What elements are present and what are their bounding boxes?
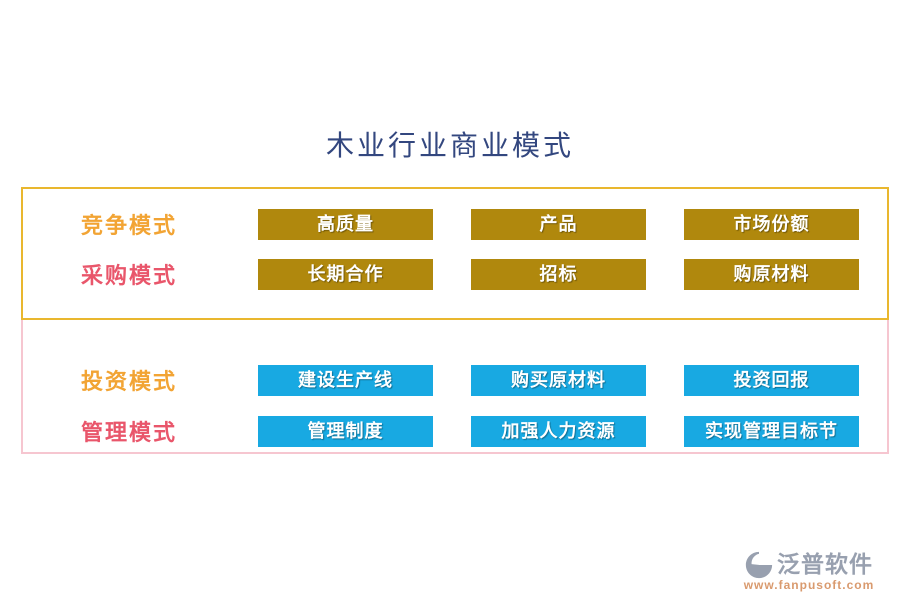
row-management-model: 管理模式 管理制度 加强人力资源 实现管理目标节 [23,409,887,453]
management-model-buttons: 管理制度 加强人力资源 实现管理目标节 [258,415,859,447]
section-investment-management: 投资模式 建设生产线 购买原材料 投资回报 管理模式 管理制度 加强人力资源 实… [21,320,889,454]
high-quality-button[interactable]: 高质量 [258,208,433,240]
market-share-button[interactable]: 市场份额 [684,208,859,240]
competition-model-label: 竞争模式 [80,213,177,239]
strengthen-hr-button[interactable]: 加强人力资源 [471,415,646,447]
achieve-management-goal-button[interactable]: 实现管理目标节 [684,415,859,447]
product-button[interactable]: 产品 [471,208,646,240]
buy-raw-materials-button[interactable]: 购买原材料 [471,364,646,396]
investment-model-buttons: 建设生产线 购买原材料 投资回报 [258,364,859,396]
brand-url: www.fanpusoft.com [743,577,875,592]
investment-return-button[interactable]: 投资回报 [684,364,859,396]
section-competition-procurement: 竞争模式 高质量 产品 市场份额 采购模式 长期合作 招标 购原材料 [21,187,889,320]
purchase-raw-material-button[interactable]: 购原材料 [684,258,859,290]
long-term-cooperation-button[interactable]: 长期合作 [258,258,433,290]
procurement-model-buttons: 长期合作 招标 购原材料 [258,258,859,290]
row-procurement-model: 采购模式 长期合作 招标 购原材料 [23,252,887,296]
row-investment-model: 投资模式 建设生产线 购买原材料 投资回报 [23,358,887,402]
row-competition-model: 竞争模式 高质量 产品 市场份额 [23,202,887,246]
brand-name: 泛普软件 [777,551,873,579]
fanpu-watermark: 泛普软件 www.fanpusoft.com [734,551,884,592]
competition-model-buttons: 高质量 产品 市场份额 [258,208,859,240]
management-system-button[interactable]: 管理制度 [258,415,433,447]
fanpu-logo-icon [745,551,773,579]
management-model-label: 管理模式 [80,420,177,446]
investment-model-label: 投资模式 [80,369,177,395]
bidding-button[interactable]: 招标 [471,258,646,290]
business-model-diagram: 竞争模式 高质量 产品 市场份额 采购模式 长期合作 招标 购原材料 投资模式 … [21,187,889,454]
page-title: 木业行业商业模式 [325,129,574,162]
build-production-line-button[interactable]: 建设生产线 [258,364,433,396]
procurement-model-label: 采购模式 [80,263,177,289]
